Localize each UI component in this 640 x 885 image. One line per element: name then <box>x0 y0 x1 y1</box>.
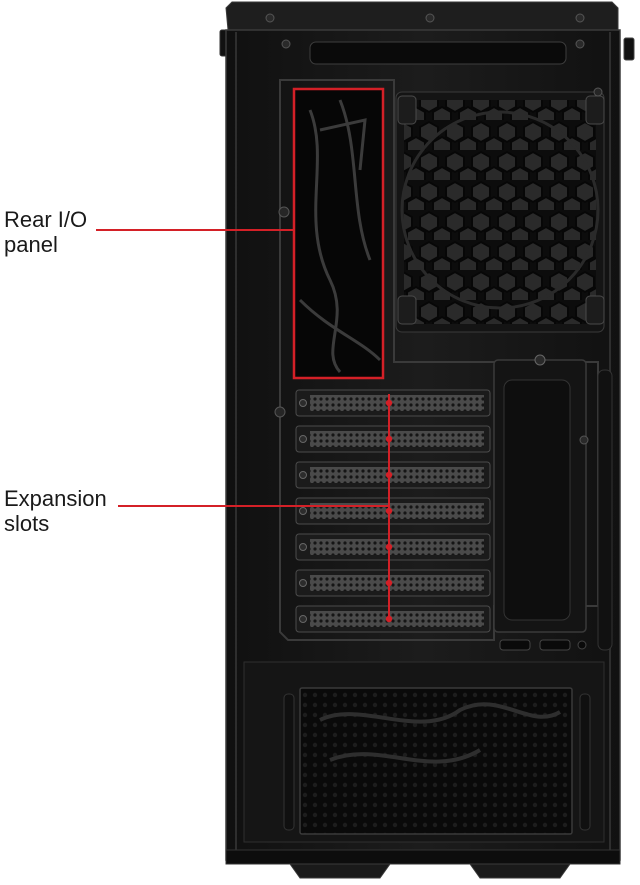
callout-rear-io-line1: Rear I/O <box>4 207 88 232</box>
callout-expansion: Expansion slots <box>4 486 107 536</box>
thumbscrew-icon <box>265 13 585 49</box>
left-foot <box>289 863 391 879</box>
thumbscrew-icon <box>274 87 603 418</box>
slot-vent-mesh <box>310 503 484 519</box>
callout-rear-io: Rear I/O panel <box>4 207 87 257</box>
expansion-marker-dot <box>385 615 393 623</box>
thumbscrew-icon <box>299 543 307 551</box>
top-vent-slot <box>309 41 567 65</box>
thumbscrew-icon <box>299 471 307 479</box>
rear-io-cutout <box>294 90 382 378</box>
thumbscrew-icon <box>299 435 307 443</box>
honeycomb-mesh <box>404 100 596 324</box>
expansion-slots <box>295 389 491 633</box>
slot-vent-mesh <box>310 539 484 555</box>
slot-vent-mesh <box>310 395 484 411</box>
thumbscrew-icon <box>299 507 307 515</box>
small-ports <box>499 639 587 651</box>
thumbscrew-icon <box>299 615 307 623</box>
fan-mount-corners <box>397 95 605 325</box>
top-cap <box>225 1 619 31</box>
slot-vent-mesh <box>310 611 484 627</box>
fan-grill <box>400 110 600 310</box>
thumbscrew-icon <box>299 399 307 407</box>
psu-cables <box>319 702 562 764</box>
internal-cables <box>298 99 382 374</box>
callout-rear-io-line2: panel <box>4 232 58 257</box>
rear-io-highlight <box>292 87 385 380</box>
callout-expansion-line1: Expansion <box>4 486 107 511</box>
right-latch <box>623 37 635 61</box>
slot-vent-mesh <box>310 431 484 447</box>
slot-vent-mesh <box>310 575 484 591</box>
thumbscrew-icon <box>579 435 589 445</box>
right-foot <box>469 863 571 879</box>
thumbscrew-icon <box>299 579 307 587</box>
callout-expansion-line2: slots <box>4 511 50 536</box>
slot-vent-mesh <box>310 467 484 483</box>
thumbscrew-icon <box>534 354 546 366</box>
bottom-trim <box>225 849 621 865</box>
